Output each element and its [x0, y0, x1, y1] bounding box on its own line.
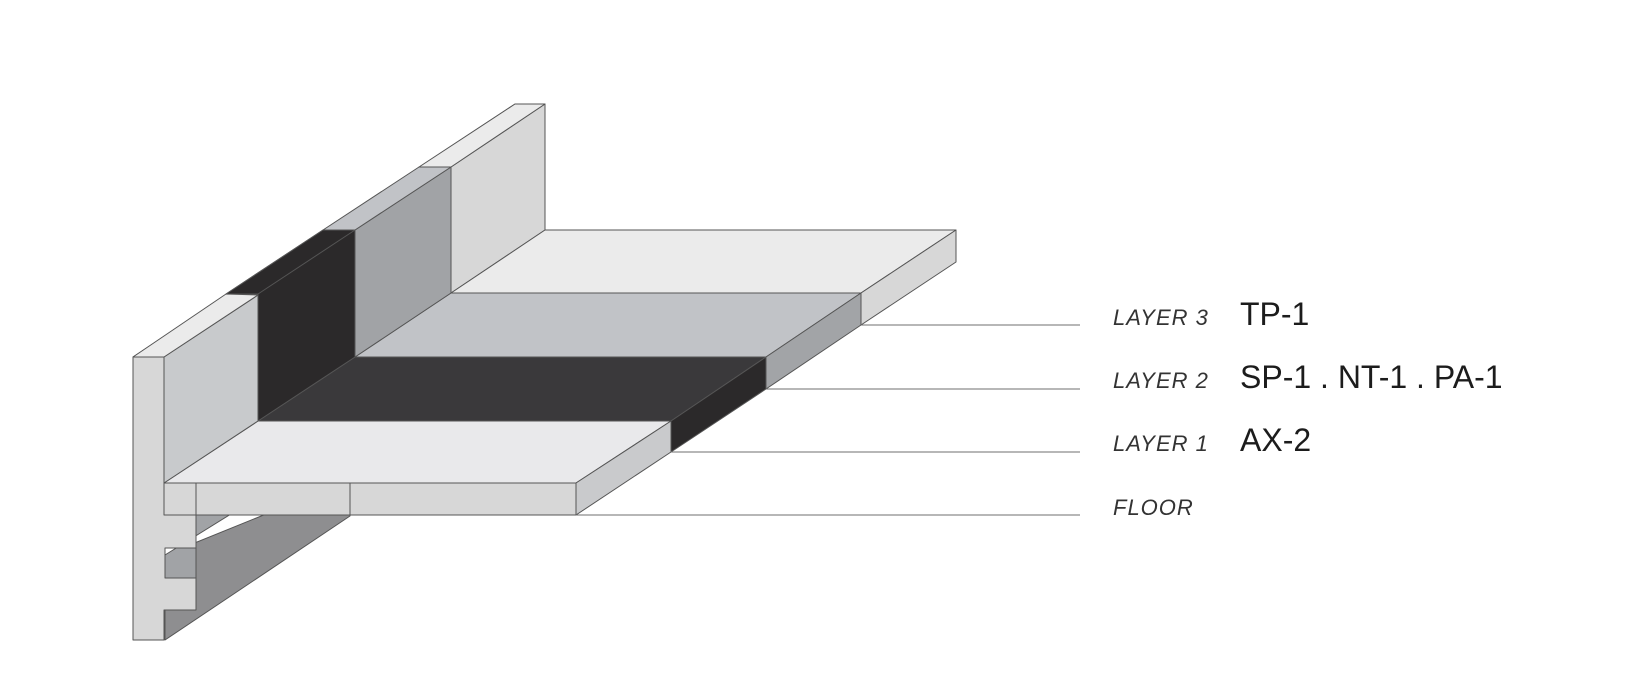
layer3-code: TP-1: [1240, 296, 1310, 332]
layer2-label: LAYER 2: [1113, 368, 1209, 393]
layer1-code: AX-2: [1240, 422, 1312, 458]
layer3-label: LAYER 3: [1113, 305, 1209, 330]
wall-layer-light-top: [132, 293, 259, 358]
wall-layers: [132, 103, 546, 484]
floor-label: FLOOR: [1113, 495, 1194, 520]
slab-front-soffit: [195, 479, 351, 516]
layer2-code: SP-1 . NT-1 . PA-1: [1240, 359, 1503, 395]
leader-lines: [576, 324, 1080, 516]
wall-back-top: [418, 103, 546, 168]
membrane-layers: [163, 229, 957, 516]
layer1-label: LAYER 1: [1113, 431, 1209, 456]
